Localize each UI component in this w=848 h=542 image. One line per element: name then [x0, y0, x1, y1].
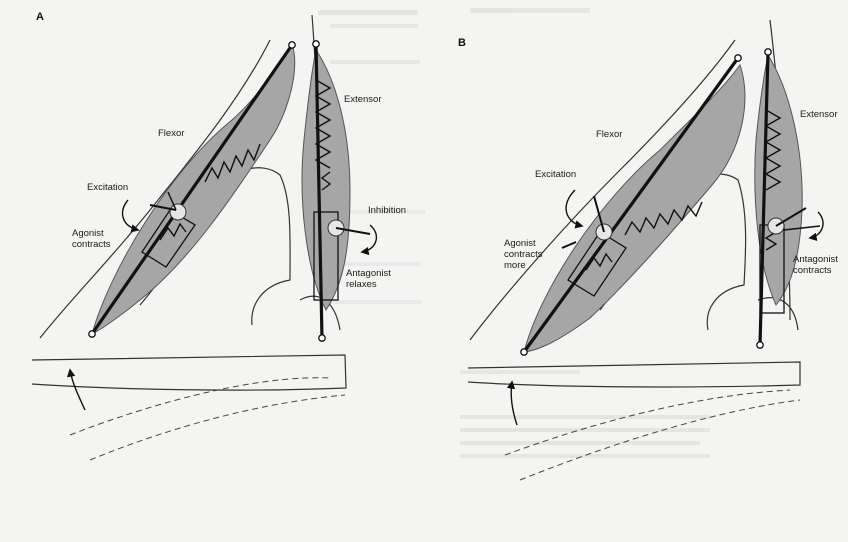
panel-b-excitation-label: Excitation [535, 169, 576, 180]
panel-b: B [458, 20, 838, 480]
panel-a-extensor-label: Extensor [344, 94, 382, 105]
panel-b-extensor-label: Extensor [800, 109, 838, 120]
panel-b-forearm-dashed-2 [520, 400, 800, 480]
panel-a-forearm-dashed-2 [90, 395, 345, 460]
panel-b-letter: B [458, 37, 466, 49]
panel-a-agonist-label-2: contracts [72, 239, 111, 250]
panel-b-pin-flexor-insertion [735, 55, 741, 61]
panel-a-pin-extensor-insertion [319, 335, 325, 341]
panel-a-pin-flexor-origin [89, 331, 95, 337]
panel-a-pin-flexor-insertion [289, 42, 295, 48]
panel-b-agonist-label-2: contracts [504, 249, 543, 260]
panel-b-forearm-dashed-1 [505, 390, 790, 455]
panel-a-extensor-muscle [302, 50, 350, 310]
panel-a-forearm-dashed-1 [70, 378, 330, 435]
panel-a-movement-arrow [70, 370, 85, 410]
panel-a-agonist-label-1: Agonist [72, 228, 104, 239]
panel-a-letter: A [36, 11, 44, 23]
panel-a-antagonist-label-1: Antagonist [346, 268, 391, 279]
panel-b-excitation-arrow [566, 190, 582, 226]
panel-a-inhibition-label: Inhibition [368, 205, 406, 216]
panel-b-flexor-label: Flexor [596, 129, 622, 140]
panel-b-pin-extensor-insertion [757, 342, 763, 348]
panel-a-flexor-label: Flexor [158, 128, 184, 139]
panel-a: A [32, 11, 406, 460]
panel-b-agonist-label-1: Agonist [504, 238, 536, 249]
panel-b-antagonist-label-2: contracts [793, 265, 832, 276]
panel-a-forearm [32, 355, 346, 390]
panel-b-forearm [468, 362, 800, 387]
panel-b-agonist-label-3: more [504, 260, 526, 271]
panel-a-antagonist-label-2: relaxes [346, 279, 377, 290]
panel-b-pin-flexor-origin [521, 349, 527, 355]
panel-a-excitation-arrow [123, 200, 138, 230]
panel-b-pin-extensor-origin [765, 49, 771, 55]
panel-a-inhibition-arrow [362, 225, 376, 252]
panel-a-pin-extensor-origin [313, 41, 319, 47]
panel-b-antagonist-label-1: Antagonist [793, 254, 838, 265]
panel-b-antagonist-arrow [810, 212, 823, 238]
panel-a-excitation-label: Excitation [87, 182, 128, 193]
panel-b-flexor-tendon [524, 58, 738, 352]
